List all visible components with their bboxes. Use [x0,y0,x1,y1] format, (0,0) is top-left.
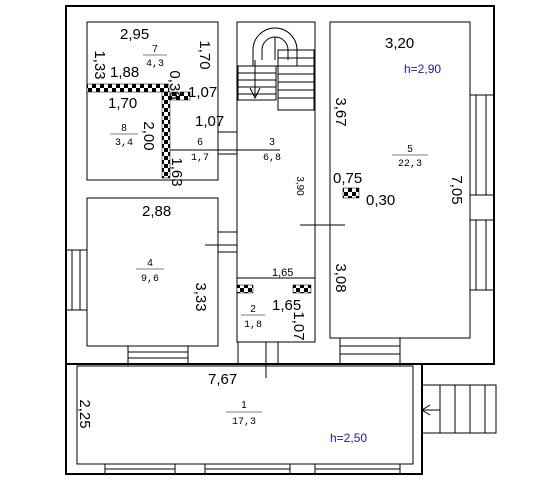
room-number: 1 [241,400,247,411]
window-room-4 [127,345,189,365]
room-label-5: 5 22,3 [392,144,428,170]
dim-r5-width: 3,20 [385,35,414,52]
dim-r2-mid: 1,65 [272,297,301,314]
height-lower: h=2,50 [330,431,367,445]
room-number: 4 [147,258,153,269]
room-6-door [217,131,238,155]
porch-stairs [421,384,497,434]
room-7-8-block [86,21,219,181]
dim-r7-right: 1,70 [196,40,213,69]
dim-r1-width: 7,67 [208,371,237,388]
room-area: 1,7 [191,153,209,164]
room-area: 6,8 [263,153,281,164]
dim-r2-top: 1,65 [272,267,293,279]
room-number: 8 [121,123,127,134]
dim-r5-left: 3,67 [332,97,349,126]
room-label-6: 6 1,7 [191,137,209,164]
stair-right-flight [277,49,315,111]
dim-door-030: 0,30 [366,192,395,209]
room-number: 2 [250,304,256,315]
room-label-7: 7 4,3 [143,44,167,70]
entry-arrow [421,404,440,416]
room-label-2: 2 1,8 [241,304,265,331]
partition-hatched-top [86,83,170,93]
partition-hatched-vertical [161,91,171,179]
dim-r2-height: 1,07 [290,311,307,340]
dim-r7-height: 1,33 [91,50,108,79]
passage-room-2 [237,341,279,365]
room-1-outline [76,365,414,465]
door-hatched [342,187,360,199]
dim-r4-height: 3,33 [192,282,209,311]
dim-r8-height: 2,00 [140,121,157,150]
dim-r1-height: 2,25 [76,399,93,428]
stair-left-flight [237,65,277,101]
dim-r6-top: 1,07 [188,84,217,101]
height-upper: h=2,90 [404,62,441,76]
window-room-5 [339,337,401,365]
room-label-4: 4 9,6 [136,258,164,285]
dim-partition: 0,36 [166,70,183,99]
dim-r5-right: 7,05 [448,175,465,204]
room-number: 7 [152,44,158,55]
spiral-stair [252,27,298,67]
dim-r8-width: 1,70 [108,95,137,112]
dim-door-075: 0,75 [333,170,362,187]
window-right-top [469,94,495,196]
room-area: 17,3 [232,417,256,428]
room-number: 6 [197,137,203,148]
room-area: 4,3 [146,59,164,70]
room-area: 3,4 [115,138,133,149]
room-area: 9,6 [141,274,159,285]
partition-hatched-right [292,284,312,294]
room-number: 3 [269,137,275,148]
dim-r5-bottom: 3,08 [332,263,349,292]
room-area: 22,3 [398,159,422,170]
room-area: 1,8 [244,320,262,331]
dim-r7-width: 2,95 [120,26,149,43]
dim-r4-width: 2,88 [142,203,171,220]
partition-hatched-left [236,284,254,294]
stair-arrow-head [249,87,261,100]
dim-r3-height: 3,90 [294,176,305,196]
room-label-1: 1 17,3 [226,400,262,428]
dim-r8-top: 1,88 [110,64,139,81]
room-label-3: 3 6,8 [263,137,281,164]
dim-r6-mid: 1,07 [195,113,224,130]
partition-hatched-corner [169,91,191,101]
window-right-bottom [469,219,495,291]
room-4-outline [86,197,219,347]
dim-r6-height: 1,63 [168,157,185,186]
room-4-door-frame [217,231,238,253]
room-number: 5 [407,144,413,155]
window-left [65,249,88,311]
room-label-8: 8 3,4 [110,123,138,149]
